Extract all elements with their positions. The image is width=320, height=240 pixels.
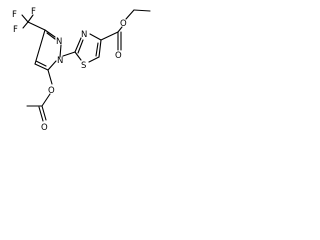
atom-f2: F xyxy=(13,25,18,35)
bond-c4-c3 xyxy=(34,29,46,65)
bond-o-ethyl xyxy=(125,9,135,20)
bond-c2-n3 xyxy=(74,37,82,53)
bond-c2-n3-double xyxy=(77,39,84,54)
bond-c-o-ester xyxy=(117,26,123,33)
atom-o-carbonyl: O xyxy=(115,51,122,61)
thiazole-ring xyxy=(74,33,102,63)
bond-c5-c4 xyxy=(34,63,49,71)
atom-o-ester: O xyxy=(120,19,127,29)
bond-o-acyl xyxy=(41,93,51,107)
bond-c3-n2-double xyxy=(46,32,56,40)
trifluoromethyl-group xyxy=(21,14,46,31)
ethyl-ester-group xyxy=(100,9,151,51)
bond-c3-n2 xyxy=(44,29,56,38)
bond-c-f1 xyxy=(21,14,29,23)
bond-c-f2 xyxy=(22,21,29,29)
bond-c5-o xyxy=(47,69,53,85)
bond-c5-c4-double xyxy=(35,60,47,67)
atom-n-pyrazole-1: N xyxy=(57,56,63,66)
pyrazole-ring xyxy=(34,29,62,71)
atom-n-thiazole: N xyxy=(81,30,87,40)
bond-n1-thiazole xyxy=(62,51,76,57)
bond-s-c2 xyxy=(74,51,82,61)
bond-n1-c5 xyxy=(47,60,57,71)
bond-n2-n1 xyxy=(59,44,62,58)
structure-canvas: F F F N N O O N S xyxy=(0,0,158,140)
bond-c-f3 xyxy=(27,14,34,23)
atom-o-acetyl-carbonyl: O xyxy=(41,123,48,133)
atom-o-acetyl-ester: O xyxy=(48,86,55,96)
atom-f3: F xyxy=(31,7,36,17)
molecule-drawing: F F F N N O O N S xyxy=(12,7,151,133)
acetoxy-group xyxy=(26,69,53,122)
bond-n3-c4 xyxy=(89,33,102,41)
bond-c4-carboxyl xyxy=(100,31,119,41)
atom-n-pyrazole-2: N xyxy=(56,37,62,47)
bond-acyl-carbonyl-double xyxy=(38,106,44,122)
bond-c4-c5 xyxy=(98,39,102,58)
bond-ethyl-methyl xyxy=(133,9,151,12)
bond-acyl-carbonyl xyxy=(41,105,47,121)
bond-cf3-ring xyxy=(27,21,46,31)
atom-s-thiazole: S xyxy=(81,61,86,71)
bond-c5-s xyxy=(88,56,100,63)
bond-c4-c5-double xyxy=(95,42,99,57)
atom-f1: F xyxy=(12,10,17,20)
